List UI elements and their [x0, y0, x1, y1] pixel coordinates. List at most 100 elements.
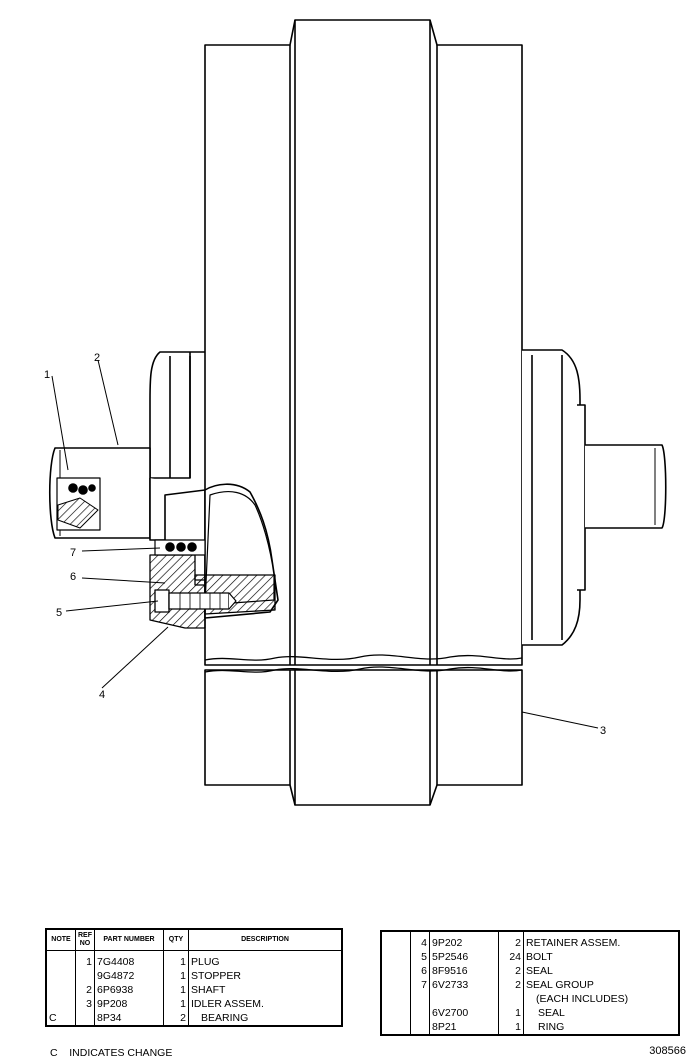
cell-ref: 3: [75, 997, 95, 1011]
cell-ref: 7: [410, 978, 430, 992]
parts-table-right: 4 9P202 2 RETAINER ASSEM. 5 5P2546 24 BO…: [380, 930, 680, 1036]
cell-note: [45, 997, 76, 1011]
idler-body-lower: [204, 669, 523, 806]
cell-ref: 2: [75, 983, 95, 997]
cell-qty: 2: [498, 931, 524, 950]
cell-part: 5P2546: [429, 950, 499, 964]
table-row: 2 6P6938 1 SHAFT: [45, 983, 343, 997]
leader-3: [521, 711, 599, 729]
leader-1: [51, 375, 69, 471]
table-row: 6V2700 1 SEAL: [380, 1006, 680, 1020]
table-row: 7 6V2733 2 SEAL GROUP: [380, 978, 680, 992]
callout-7: 7: [70, 547, 76, 559]
cell-part: 8P34: [94, 1011, 164, 1026]
cell-part: 7G4408: [94, 950, 164, 969]
callout-4: 4: [99, 689, 105, 701]
cell-qty: 1: [163, 997, 189, 1011]
cell-note: [380, 978, 411, 992]
cell-part: 6V2700: [429, 1006, 499, 1020]
cell-ref: 1: [75, 950, 95, 969]
callout-5: 5: [56, 607, 62, 619]
cell-note: C: [45, 1011, 76, 1026]
cell-ref: [75, 1011, 95, 1026]
cell-desc: SEAL: [523, 964, 680, 978]
cell-part: 6P6938: [94, 983, 164, 997]
cell-part: 9P208: [94, 997, 164, 1011]
cell-desc: BEARING: [188, 1011, 343, 1026]
cell-part: 9P202: [429, 931, 499, 950]
cell-ref: 6: [410, 964, 430, 978]
callout-2: 2: [94, 352, 100, 364]
header-description: DESCRIPTION: [188, 928, 343, 951]
cell-qty: [498, 992, 524, 1006]
change-legend: C INDICATES CHANGE: [50, 1047, 173, 1059]
cell-note: [380, 950, 411, 964]
cell-part: [429, 992, 499, 1006]
cell-ref: [75, 969, 95, 983]
cell-desc: SEAL: [523, 1006, 680, 1020]
cell-desc: STOPPER: [188, 969, 343, 983]
cell-note: [45, 983, 76, 997]
table-row: C 8P34 2 BEARING: [45, 1011, 343, 1026]
cell-desc: BOLT: [523, 950, 680, 964]
callout-3: 3: [600, 725, 606, 737]
cell-qty: 1: [498, 1006, 524, 1020]
cell-qty: 1: [163, 950, 189, 969]
cell-note: [45, 950, 76, 969]
cell-note: [380, 931, 411, 950]
cell-ref: 4: [410, 931, 430, 950]
cell-qty: 1: [163, 969, 189, 983]
cell-ref: [410, 1006, 430, 1020]
cell-part: 6V2733: [429, 978, 499, 992]
table-row: 1 7G4408 1 PLUG: [45, 950, 343, 969]
cell-ref: [410, 992, 430, 1006]
table-row: 6 8F9516 2 SEAL: [380, 964, 680, 978]
cell-note: [45, 969, 76, 983]
cell-qty: 24: [498, 950, 524, 964]
right-hub: [522, 349, 581, 646]
header-part-number: PART NUMBER: [94, 928, 164, 951]
cell-part: 8P21: [429, 1020, 499, 1035]
cell-note: [380, 964, 411, 978]
callout-6: 6: [70, 571, 76, 583]
header-qty: QTY: [163, 928, 189, 951]
table-row: 9G4872 1 STOPPER: [45, 969, 343, 983]
cell-desc: RING: [523, 1020, 680, 1035]
right-shaft-end: [585, 444, 667, 529]
leader-4: [101, 626, 169, 689]
cell-qty: 1: [163, 983, 189, 997]
header-ref-no: REF NO: [75, 928, 95, 951]
cell-desc: SEAL GROUP: [523, 978, 680, 992]
drawing-number: 308566: [649, 1045, 686, 1057]
table-row: 5 5P2546 24 BOLT: [380, 950, 680, 964]
table-row: 3 9P208 1 IDLER ASSEM.: [45, 997, 343, 1011]
cell-desc: (EACH INCLUDES): [523, 992, 680, 1006]
cell-ref: [410, 1020, 430, 1035]
break-line: [204, 666, 523, 673]
cell-desc: IDLER ASSEM.: [188, 997, 343, 1011]
leader-7: [81, 547, 161, 552]
header-note: NOTE: [45, 928, 76, 951]
cell-qty: 2: [498, 964, 524, 978]
cell-desc: RETAINER ASSEM.: [523, 931, 680, 950]
break-line: [204, 654, 523, 661]
leader-2: [97, 359, 119, 446]
cell-part: 8F9516: [429, 964, 499, 978]
leader-6: [81, 577, 166, 584]
table-row: (EACH INCLUDES): [380, 992, 680, 1006]
cell-desc: PLUG: [188, 950, 343, 969]
left-hub: [149, 351, 205, 479]
cell-part: 9G4872: [94, 969, 164, 983]
parts-table-left: NOTE REF NO PART NUMBER QTY DESCRIPTION …: [45, 928, 343, 1027]
cell-note: [380, 1020, 411, 1035]
cell-qty: 2: [498, 978, 524, 992]
cell-qty: 2: [163, 1011, 189, 1026]
table-row: 8P21 1 RING: [380, 1020, 680, 1035]
cell-qty: 1: [498, 1020, 524, 1035]
table-row: 4 9P202 2 RETAINER ASSEM.: [380, 931, 680, 950]
cell-note: [380, 1006, 411, 1020]
leader-5: [65, 600, 159, 612]
callout-1: 1: [44, 369, 50, 381]
cell-desc: SHAFT: [188, 983, 343, 997]
cell-ref: 5: [410, 950, 430, 964]
